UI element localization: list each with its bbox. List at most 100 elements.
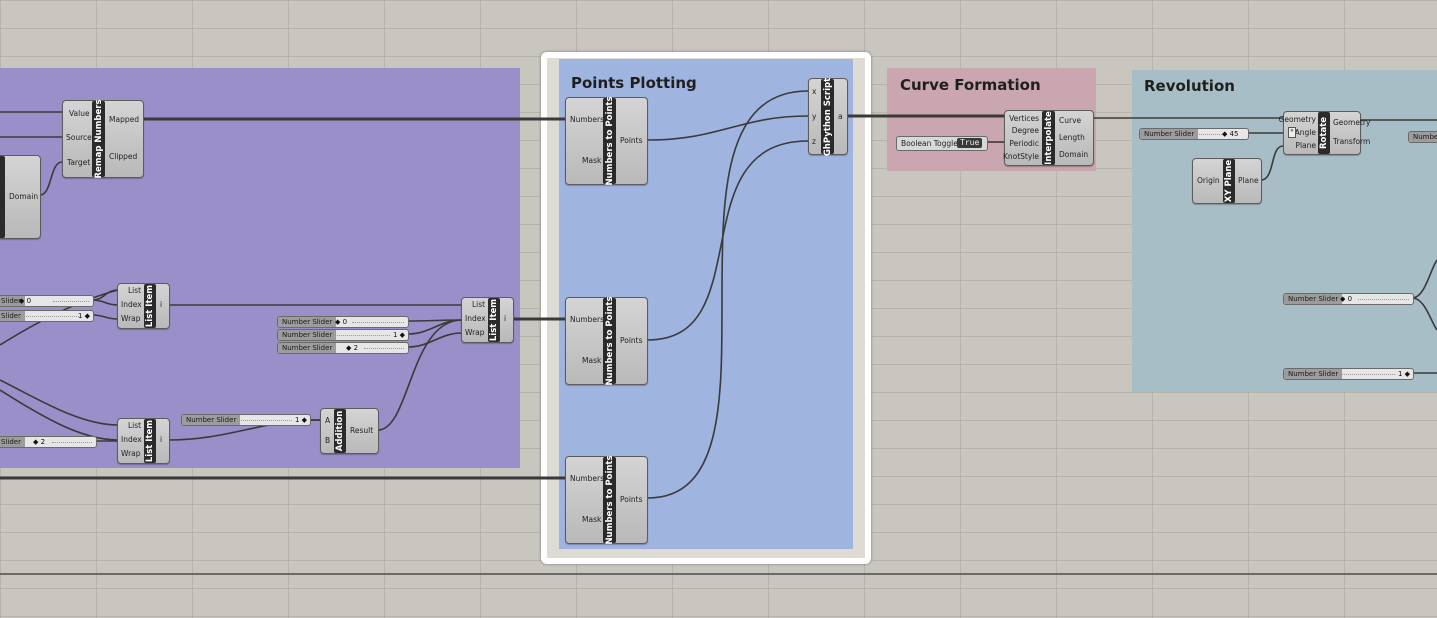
interpolate-vertices-input[interactable]: Vertices <box>1009 114 1039 123</box>
list-item-component-3[interactable]: List Index Wrap List Item i <box>117 418 170 464</box>
ntp-3-name-bar: Numbers to Points <box>603 455 616 545</box>
slider-value: ◆ 45 <box>1222 130 1239 138</box>
ntp-3-numbers-input[interactable]: Numbers <box>570 474 605 483</box>
list-item-2-output[interactable]: i <box>504 314 507 323</box>
ghpython-name: GhPython Script <box>822 77 833 156</box>
slider-value: ◆ 0 <box>19 297 32 305</box>
ntp-3-mask-input[interactable]: Mask <box>582 515 602 524</box>
addition-result-output[interactable]: Result <box>350 426 374 435</box>
slider-value: 1 ◆ <box>294 416 307 424</box>
ghpython-script-component[interactable]: x y z GhPython Script a <box>808 77 848 156</box>
domain-output[interactable]: Domain <box>9 192 39 201</box>
ntp-2-numbers-input[interactable]: Numbers <box>570 315 605 324</box>
ghpython-a-output[interactable]: a <box>838 112 843 121</box>
rotate-plane-input[interactable]: Plane <box>1295 141 1316 150</box>
ghpython-y-input[interactable]: y <box>812 112 817 121</box>
canvas-divider-line <box>0 573 1437 575</box>
ntp-2-mask-input[interactable]: Mask <box>582 356 602 365</box>
number-slider-rev-right[interactable]: Number <box>1408 131 1437 143</box>
rotate-name-bar: Rotate <box>1318 112 1330 154</box>
remap-source-input[interactable]: Source <box>66 133 92 142</box>
remap-clipped-output[interactable]: Clipped <box>109 152 138 161</box>
ntp-1-name-bar: Numbers to Points <box>603 96 616 186</box>
numbers-to-points-component-1[interactable]: Numbers Mask Numbers to Points Points <box>565 96 648 186</box>
ghpython-x-input[interactable]: x <box>812 87 817 96</box>
domain-component-partial[interactable]: Domain <box>0 155 41 239</box>
list-item-2-list-input[interactable]: List <box>472 300 486 309</box>
list-item-2-index-input[interactable]: Index <box>465 314 486 323</box>
number-slider-mid-c[interactable]: Number Slider ◆ 2 <box>277 342 409 354</box>
interpolate-degree-input[interactable]: Degree <box>1011 126 1039 135</box>
slider-value: ◆ 2 <box>346 344 359 352</box>
list-item-1-index-input[interactable]: Index <box>121 300 142 309</box>
remap-target-input[interactable]: Target <box>67 158 91 167</box>
rotate-geometry-output[interactable]: Geometry <box>1333 118 1371 127</box>
list-item-1-wrap-input[interactable]: Wrap <box>121 314 141 323</box>
rotate-transform-output[interactable]: Transform <box>1333 137 1371 146</box>
ntp-1-numbers-input[interactable]: Numbers <box>570 115 605 124</box>
slider-track <box>19 316 79 317</box>
ntp-2-points-output[interactable]: Points <box>620 336 643 345</box>
interpolate-knotstyle-input[interactable]: KnotStyle <box>1002 152 1039 161</box>
list-item-3-list-input[interactable]: List <box>128 421 142 430</box>
list-item-1-name-bar: List Item <box>144 284 156 328</box>
addition-a-input[interactable]: A <box>325 416 331 425</box>
rotate-component[interactable]: Geometry Angle ° Plane Rotate Geometry T… <box>1279 111 1370 155</box>
remap-value-input[interactable]: Value <box>69 109 90 118</box>
ntp-1-points-output[interactable]: Points <box>620 136 643 145</box>
numbers-to-points-component-3[interactable]: Numbers Mask Numbers to Points Points <box>565 455 648 545</box>
number-slider-angle[interactable]: Number Slider ◆ 45 <box>1139 128 1249 140</box>
number-slider-left-c[interactable]: Slider ◆ 2 <box>0 436 97 448</box>
number-slider-mid-a[interactable]: Number Slider ◆ 0 <box>277 316 409 328</box>
ntp-3-points-output[interactable]: Points <box>620 495 643 504</box>
slider-track <box>1196 134 1222 135</box>
slider-track <box>364 348 404 349</box>
list-item-3-output[interactable]: i <box>160 435 163 444</box>
slider-track <box>238 420 292 421</box>
number-slider-left-b[interactable]: Slider 1 ◆ <box>0 310 94 322</box>
numbers-to-points-component-2[interactable]: Numbers Mask Numbers to Points Points <box>565 296 648 386</box>
list-item-component-2[interactable]: List Index Wrap List Item i <box>461 297 514 343</box>
number-slider-rev-b[interactable]: Number Slider 1 ◆ <box>1283 368 1414 380</box>
remap-numbers-component[interactable]: Value Source Target Remap Numbers Mapped… <box>62 99 144 179</box>
list-item-2-wrap-input[interactable]: Wrap <box>465 328 485 337</box>
interpolate-component[interactable]: Vertices Degree Periodic KnotStyle Inter… <box>1002 110 1094 166</box>
interpolate-domain-output[interactable]: Domain <box>1059 150 1089 159</box>
rotate-degree-flag: ° <box>1288 127 1296 138</box>
slider-label: Number <box>1409 132 1437 142</box>
addition-component[interactable]: A B Addition Result <box>320 408 379 454</box>
ghpython-z-input[interactable]: z <box>812 137 816 146</box>
list-item-3-name-bar: List Item <box>144 419 156 463</box>
remap-name-bar: Remap Numbers <box>92 99 105 179</box>
rotate-angle-input[interactable]: Angle <box>1294 128 1316 137</box>
number-slider-mid-b[interactable]: Number Slider 1 ◆ <box>277 329 409 341</box>
interpolate-length-output[interactable]: Length <box>1059 133 1085 142</box>
list-item-component-1[interactable]: List Index Wrap List Item i <box>117 283 170 329</box>
remap-mapped-output[interactable]: Mapped <box>109 115 139 124</box>
list-item-1-output[interactable]: i <box>160 300 163 309</box>
interpolate-name: Interpolate <box>1043 111 1054 165</box>
slider-value: ◆ 2 <box>33 438 46 446</box>
list-item-1-list-input[interactable]: List <box>128 286 142 295</box>
interpolate-periodic-input[interactable]: Periodic <box>1009 139 1039 148</box>
xy-plane-component[interactable]: Origin XY Plane Plane <box>1192 158 1262 204</box>
list-item-3-wrap-input[interactable]: Wrap <box>121 449 141 458</box>
xy-plane-origin-input[interactable]: Origin <box>1197 176 1220 185</box>
slider-label: Number Slider <box>278 330 337 340</box>
boolean-toggle[interactable]: Boolean Toggle True <box>896 136 988 151</box>
ntp-1-mask-input[interactable]: Mask <box>582 156 602 165</box>
number-slider-addition[interactable]: Number Slider 1 ◆ <box>181 414 311 426</box>
number-slider-rev-a[interactable]: Number Slider ◆ 0 <box>1283 293 1414 305</box>
list-item-3-index-input[interactable]: Index <box>121 435 142 444</box>
list-item-1-name: List Item <box>145 284 155 328</box>
domain-name-bar <box>0 156 5 238</box>
slider-label: Number Slider <box>278 343 337 353</box>
xy-plane-output[interactable]: Plane <box>1238 176 1259 185</box>
slider-label: Number Slider <box>278 317 337 327</box>
interpolate-curve-output[interactable]: Curve <box>1059 116 1082 125</box>
boolean-toggle-value[interactable]: True <box>957 138 983 148</box>
number-slider-left-a[interactable]: Slider ◆ 0 <box>0 295 94 307</box>
rotate-geometry-input[interactable]: Geometry <box>1278 115 1316 124</box>
addition-b-input[interactable]: B <box>325 436 331 445</box>
